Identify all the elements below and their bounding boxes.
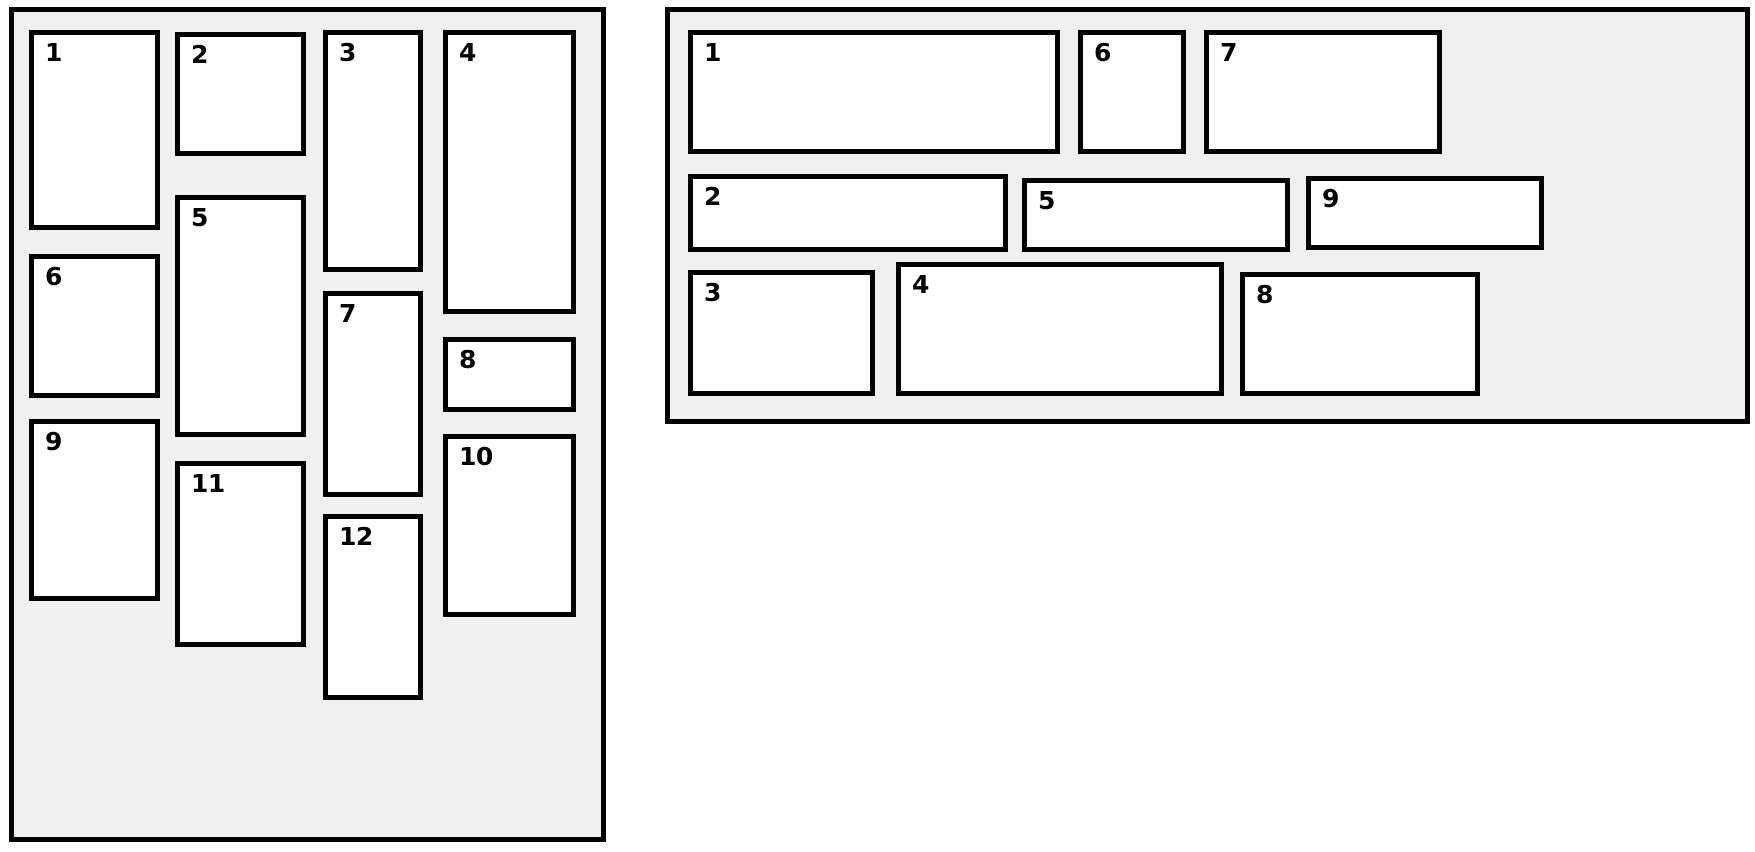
layout-box[interactable]: 8 <box>443 337 576 412</box>
layout-box[interactable]: 4 <box>896 262 1224 396</box>
layout-box[interactable]: 1 <box>688 30 1060 154</box>
layout-box[interactable]: 7 <box>1204 30 1442 154</box>
box-number-label: 6 <box>45 262 62 291</box>
box-number-label: 9 <box>1322 184 1339 213</box>
box-number-label: 12 <box>339 522 373 551</box>
layout-box[interactable]: 2 <box>688 174 1008 252</box>
layout-box[interactable]: 8 <box>1240 272 1480 396</box>
layout-box[interactable]: 6 <box>29 254 160 398</box>
box-number-label: 2 <box>191 40 208 69</box>
box-number-label: 8 <box>459 345 476 374</box>
layout-box[interactable]: 10 <box>443 434 576 617</box>
layout-box[interactable]: 5 <box>175 195 306 437</box>
layout-box[interactable]: 9 <box>29 419 160 601</box>
box-number-label: 5 <box>191 203 208 232</box>
box-number-label: 9 <box>45 427 62 456</box>
layout-box[interactable]: 9 <box>1306 176 1544 250</box>
box-number-label: 4 <box>912 270 929 299</box>
box-number-label: 3 <box>704 278 721 307</box>
box-number-label: 7 <box>339 299 356 328</box>
box-number-label: 8 <box>1256 280 1273 309</box>
layout-box[interactable]: 4 <box>443 30 576 314</box>
box-number-label: 2 <box>704 182 721 211</box>
layout-box[interactable]: 12 <box>323 514 423 700</box>
box-number-label: 7 <box>1220 38 1237 67</box>
box-number-label: 1 <box>45 38 62 67</box>
box-number-label: 3 <box>339 38 356 67</box>
right-panel: 1 6 7 2 5 9 3 4 8 <box>665 7 1750 424</box>
layout-box[interactable]: 1 <box>29 30 160 230</box>
layout-box[interactable]: 6 <box>1078 30 1186 154</box>
box-number-label: 5 <box>1038 186 1055 215</box>
layout-box[interactable]: 3 <box>688 270 875 396</box>
layout-box[interactable]: 7 <box>323 291 423 497</box>
box-number-label: 4 <box>459 38 476 67</box>
layout-box[interactable]: 11 <box>175 461 306 647</box>
box-number-label: 1 <box>704 38 721 67</box>
layout-box[interactable]: 5 <box>1022 178 1290 252</box>
layout-box[interactable]: 2 <box>175 32 306 156</box>
box-number-label: 10 <box>459 442 493 471</box>
box-number-label: 6 <box>1094 38 1111 67</box>
layout-box[interactable]: 3 <box>323 30 423 272</box>
box-number-label: 11 <box>191 469 225 498</box>
